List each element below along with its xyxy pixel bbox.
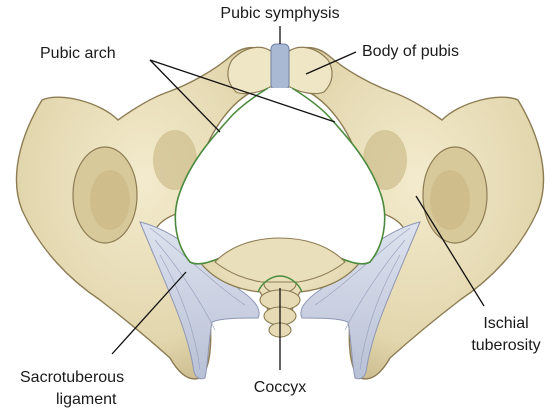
leader-pubic-arch-b — [149, 59, 336, 123]
ligament-fibers — [149, 227, 411, 371]
label-pubic-arch: Pubic arch — [40, 45, 116, 62]
label-pubic-symphysis: Pubic symphysis — [220, 5, 339, 22]
label-coccyx: Coccyx — [254, 379, 306, 396]
left-acetabulum-inner — [90, 170, 130, 230]
leader-pubic-arch-a — [149, 59, 221, 133]
label-sacrotuberous-1: Sacrotuberous — [20, 369, 124, 386]
left-hip-bone — [15, 46, 273, 380]
right-pubic-body — [287, 46, 333, 95]
leader-ischial-tuberosity — [415, 195, 485, 307]
left-pubic-body — [227, 46, 273, 95]
label-ischial-tuberosity-2: tuberosity — [471, 337, 540, 354]
label-sacrotuberous-2: ligament — [56, 391, 117, 408]
leader-sacrotuberous — [111, 271, 187, 355]
sacrum-inside — [214, 237, 346, 283]
label-ischial-tuberosity-1: Ischial — [483, 315, 528, 332]
right-hip-bone — [287, 46, 545, 380]
label-body-of-pubis: Body of pubis — [362, 43, 459, 60]
pubic-symphysis — [270, 43, 290, 91]
left-obturator-shade — [153, 130, 197, 190]
leader-body-of-pubis — [305, 51, 357, 75]
leader-lines — [111, 26, 485, 370]
right-obturator-shade — [363, 130, 407, 190]
right-acetabulum-inner — [430, 170, 470, 230]
coccyx-arch-outline — [257, 275, 303, 293]
